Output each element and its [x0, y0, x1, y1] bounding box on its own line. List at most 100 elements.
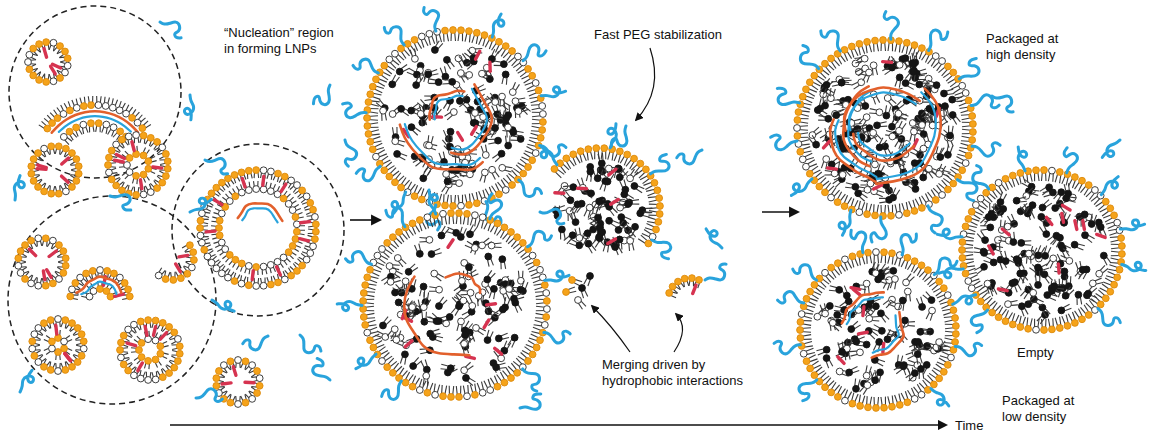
lipid-head [310, 243, 317, 250]
lipid-head [147, 134, 154, 141]
lipid-head [35, 150, 42, 157]
lipid-head [466, 201, 473, 208]
lipid-head [126, 169, 133, 176]
lipid-head [171, 364, 178, 371]
lipid-head [204, 253, 211, 260]
cholesterol [38, 165, 47, 167]
lipid-head [116, 107, 123, 114]
lipid-head [458, 202, 465, 209]
rna-lipid-complex [0, 0, 151, 145]
cholesterol [132, 142, 134, 151]
lipid-head [447, 143, 454, 150]
lipid-head [174, 358, 181, 365]
lipid [117, 347, 128, 354]
lipid [198, 210, 210, 218]
lipid-head [218, 210, 225, 217]
lipid-head [281, 276, 288, 283]
lipid-head [152, 356, 159, 363]
lipid-head [213, 265, 220, 272]
lipid-head [69, 320, 76, 327]
lipid-head [111, 270, 118, 277]
cholesterol [56, 325, 57, 334]
lipid-head [118, 354, 125, 361]
lipid-head [260, 167, 267, 174]
lipid-head [280, 254, 287, 261]
lipid-head [73, 177, 80, 184]
lipid-head [62, 69, 69, 76]
lipid-head [152, 376, 159, 383]
lipid-head [235, 401, 242, 408]
lipid-head [312, 221, 319, 228]
lipid-head [176, 350, 183, 357]
lipid [170, 272, 177, 284]
lipid [131, 347, 142, 354]
lipid [408, 124, 421, 136]
lipid-head [231, 172, 238, 179]
cholesterol [160, 333, 166, 340]
lipid-head [162, 276, 169, 283]
lipid [509, 82, 519, 95]
lipid-head [133, 132, 140, 139]
lipid-head [15, 262, 22, 269]
lipid-head [60, 133, 67, 140]
lipid-head [29, 345, 36, 352]
lipid-head [502, 186, 509, 193]
lipid-head [540, 119, 547, 126]
lipid [267, 168, 274, 180]
lipid-head [226, 252, 233, 259]
lipid-head [30, 177, 37, 184]
lipid-head [456, 98, 463, 105]
lipid-head [253, 186, 260, 193]
lipid-head [310, 206, 317, 213]
lipid [44, 345, 55, 354]
lipid-vesicle [15, 235, 69, 289]
lipid-head [145, 336, 152, 343]
cholesterol [53, 64, 61, 68]
lipid-head [367, 91, 374, 98]
lipid-head [231, 278, 238, 285]
lipid-head [256, 375, 263, 382]
lipid [442, 27, 449, 42]
lipid-head [197, 232, 204, 239]
cholesterol [233, 367, 236, 376]
lipid-head [49, 345, 56, 352]
lipid-head [120, 332, 127, 339]
cholesterol [138, 363, 143, 371]
lipid-head [426, 30, 433, 37]
helper-strand [242, 208, 277, 222]
lipid-head [499, 93, 506, 100]
lipid-head [119, 136, 126, 143]
lipid [380, 107, 387, 121]
lipid-head [509, 182, 516, 189]
lipid-head [56, 242, 63, 249]
lipid-head [139, 125, 146, 132]
lipid-head [48, 143, 55, 150]
lipid [245, 263, 252, 275]
lipid-head [26, 66, 33, 73]
lipid-head [260, 263, 267, 270]
lipid [267, 276, 274, 288]
lipid-head [145, 165, 152, 172]
lipid-head [41, 363, 48, 370]
lipid-head [69, 184, 76, 191]
lipid-head [106, 169, 113, 176]
lipid [67, 293, 79, 300]
lipid-head [129, 114, 136, 121]
lipid [55, 363, 62, 374]
lipid-head [28, 170, 35, 177]
lipid-head [408, 124, 415, 131]
lipid-head [35, 184, 42, 191]
lipid-head [117, 128, 124, 135]
lipid-head [145, 357, 152, 364]
lipid-head [120, 361, 127, 368]
lipid-head [106, 154, 113, 161]
lipid-head [456, 180, 463, 187]
lipid-head [509, 89, 516, 96]
lipid-head [373, 76, 380, 83]
lipid-head [281, 173, 288, 180]
lipid [152, 356, 161, 367]
lipid-head [191, 257, 198, 264]
lipid-head [213, 375, 220, 382]
lipid [260, 278, 267, 290]
